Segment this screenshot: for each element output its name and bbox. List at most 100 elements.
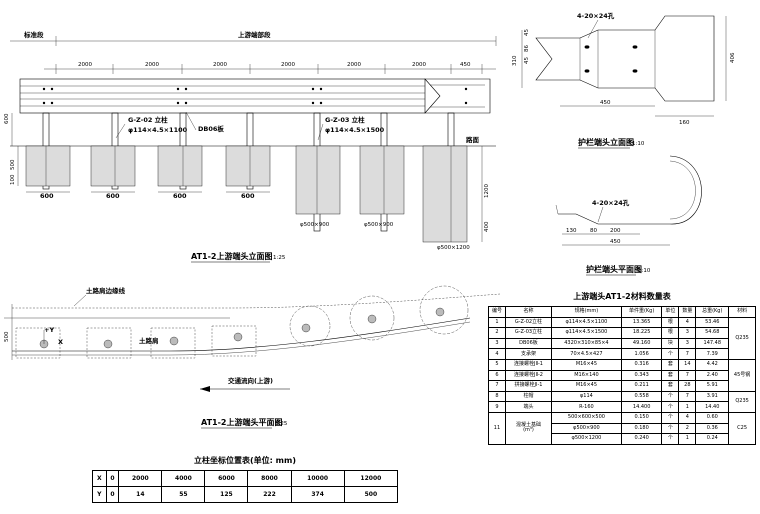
end-elev-holes: 4-20×24孔 [577,12,615,20]
cell: 7 [678,369,697,382]
cell: 6000 [204,470,249,487]
cell: 7 [678,348,697,360]
plan-posts [39,307,445,349]
end-terminal-elevation: 4-20×24孔 45 86 45 310 406 450 160 护栏端头立面… [512,12,736,149]
table-row: φ500×1200 0.240 个 1 0.24 [489,433,756,445]
cell: 0.180 [620,422,663,435]
cell: 7 [678,390,697,403]
cell: 7.39 [695,348,730,360]
cell: 根 [661,327,680,339]
cell: 2 [488,327,506,339]
cell: 个 [661,433,680,445]
dim-450: 450 [460,62,471,68]
label-standard-section: 标准段 [23,30,44,39]
cell: 套 [661,369,680,382]
table-row: 8 柱帽 φ114 0.558 个 7 3.91 Q235 [488,390,756,413]
cell: 3.91 [695,390,730,403]
cell: G-Z-03立柱 [504,327,553,339]
end-plan-130: 130 [566,228,577,234]
dim-2000-d: 2000 [281,62,295,68]
cell: G-Z-02立柱 [504,316,553,329]
material-q235b: Q235 [728,390,756,413]
label-plus-y: +Y [44,326,54,334]
end-dim-160: 160 [679,120,690,126]
cell: 0.343 [620,369,663,382]
end-terminal-plan: 4-20×24孔 130 80 200 450 护栏端头平面图 1:10 [555,155,702,276]
cell: 0.558 [620,390,663,403]
cell: 个 [661,401,680,413]
cell: 套 [661,380,680,392]
table-row: 7 拼接螺栓JⅠ-1 M16×45 0.211 套 28 5.91 [488,380,756,392]
end-dim-86: 86 [524,45,530,52]
cell: 0 [105,470,120,487]
post2-label: G-Z-03 立柱 [325,115,365,124]
cell: 8000 [247,470,292,487]
material-c25: C25 [728,411,756,445]
dim-100-height: 100 [10,174,16,185]
base-width-4: 600 [241,192,255,200]
cell: 5.91 [695,380,730,392]
post1-label: G-Z-02 立柱 [128,115,168,124]
base-dia-3: φ500×1200 [437,245,470,251]
foundations [25,145,468,243]
cell: 14 [678,358,697,371]
cell: φ500×1200 [551,433,622,445]
table-row: 6 连接螺栓JⅡ-2 M16×140 0.343 套 7 2.40 [488,369,756,382]
base-width-3: 600 [173,192,187,200]
table-row: 5 连接螺栓JⅡ-1 M16×45 0.316 套 14 4.42 45号钢 [488,358,756,392]
coords-y-row: Y 0 14 55 125 222 374 500 [92,486,399,503]
label-x-axis: X [58,338,63,346]
base-width-1: 600 [40,192,54,200]
cell: 500×600×500 [551,411,622,424]
cell: 连接螺栓JⅡ-2 [504,369,553,382]
plan-view: 土路肩边缘线 500 +Y [4,285,501,429]
dim-2000-f: 2000 [412,62,426,68]
cell: 套 [661,358,680,371]
coords-x-label: X [92,470,107,487]
header-total: 总重(Kg) [695,306,730,318]
table-row: 1 G-Z-02立柱 φ114×4.5×1100 13.365 根 4 53.4… [488,316,756,360]
concrete-name: 混凝土基础 [515,422,541,429]
coords-x-row: X 0 2000 4000 6000 8000 10000 12000 [92,470,399,487]
header-name: 名称 [504,306,553,318]
cell: 0 [105,486,120,503]
cell: 4.42 [695,358,730,371]
cell: 柱帽 [504,390,553,403]
cell: 连接螺栓JⅡ-1 [504,358,553,371]
table-row: 11 混凝土基础(m³) 500×600×500 0.150 个 4 0.60 … [488,411,756,445]
cell: 2000 [118,470,163,487]
road-surface-label: 路面 [466,135,480,144]
cell: 0.36 [695,422,730,435]
dim-2000-b: 2000 [145,62,159,68]
cell: 4 [678,411,697,424]
table-header-row: 编号 名称 规格(mm) 单件重(Kg) 单位 数量 总重(Kg) 材料 [488,306,756,318]
cell: 3 [678,327,697,339]
cell: 支承架 [504,348,553,360]
cell: M16×45 [551,358,622,371]
cell: 14.400 [620,401,663,413]
cell: 4 [678,316,697,329]
dim-2000-c: 2000 [213,62,227,68]
cell: 14.40 [695,401,730,413]
cell: 个 [661,390,680,403]
cell: 222 [247,486,292,503]
header-no: 编号 [488,306,506,318]
guardrail-beam [19,78,491,114]
label-shoulder: 土路肩 [139,336,159,345]
cell: 拼接螺栓JⅠ-1 [504,380,553,392]
cell: 2.40 [695,369,730,382]
cell: 49.160 [620,337,663,350]
post1-spec: φ114×4.5×1100 [128,126,188,134]
plan-dim-500: 500 [4,331,10,342]
cell: R-160 [551,401,622,413]
coords-y-label: Y [92,486,107,503]
cell: 374 [290,486,345,503]
dim-2000-e: 2000 [347,62,361,68]
cell: 4 [488,348,506,360]
cell: 125 [204,486,249,503]
materials-table: 编号 名称 规格(mm) 单件重(Kg) 单位 数量 总重(Kg) 材料 1 G… [488,306,756,445]
end-plan-holes: 4-20×24孔 [592,199,630,207]
cell: 12000 [343,470,399,487]
elevation-view: 标准段 上游端部段 2000 2000 2000 2000 2000 2000 … [4,30,497,263]
cell: 1 [678,401,697,413]
